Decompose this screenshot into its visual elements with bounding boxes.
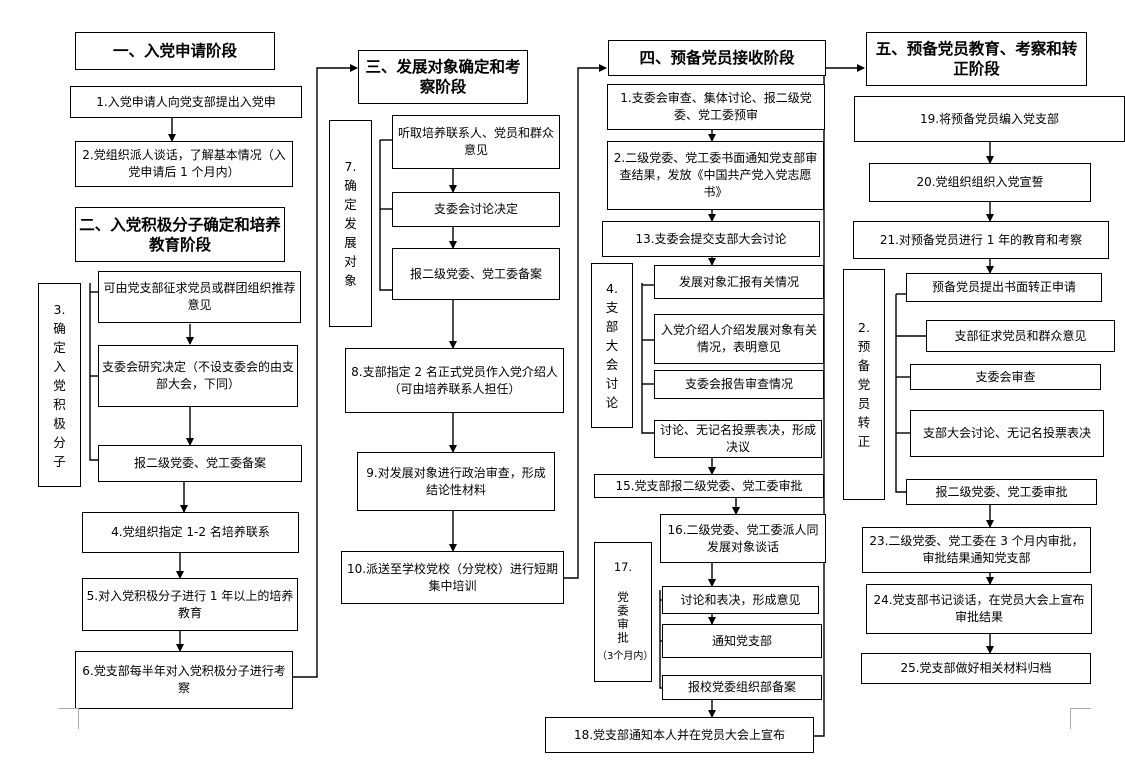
step3-sub2-box: 支委会研究决定（不设支委会的由支部大会，下同） <box>98 345 298 407</box>
stage4-title: 四、预备党员接收阶段 <box>608 40 826 76</box>
stage2-title: 二、入党积极分子确定和培养教育阶段 <box>75 207 285 262</box>
step6-box: 6.党支部每半年对入党积极分子进行考察 <box>75 651 293 709</box>
step25-box: 25.党支部做好相关材料归档 <box>861 653 1091 684</box>
step24-box: 24.党支部书记谈话，在党员大会上宣布审批结果 <box>866 584 1092 634</box>
stage3-title: 三、发展对象确定和考察阶段 <box>358 50 528 104</box>
step2-box: 2.党组织派人谈话，了解基本情况（入党申请后 1 个月内） <box>75 141 293 187</box>
step3-sub1-box: 可由党支部征求党员或群团组织推荐意见 <box>98 271 301 323</box>
step7-side-label: 7.确定发展对象 <box>329 120 372 327</box>
stage5-title: 五、预备党员教育、考察和转正阶段 <box>866 32 1087 86</box>
step21-box: 21.对预备党员进行 1 年的教育和考察 <box>853 221 1109 259</box>
step19-box: 19.将预备党员编入党支部 <box>854 96 1125 142</box>
step23-box: 23.二级党委、党工委在 3 个月内审批，审批结果通知党支部 <box>862 527 1091 573</box>
step14-sub2-box: 入党介绍人介绍发展对象有关情况，表明意见 <box>654 314 824 364</box>
step20-box: 20.党组织组织入党宣誓 <box>869 163 1091 202</box>
step17-sub3-box: 报校党委组织部备案 <box>662 675 822 700</box>
step7-sub1-box: 听取培养联系人、党员和群众意见 <box>392 115 560 169</box>
step3-side-label: 3.确定入党积极分子 <box>38 283 81 487</box>
step17-sub2-box: 通知党支部 <box>662 624 822 658</box>
crop-mark-right <box>1070 708 1091 729</box>
step7-sub2-box: 支委会讨论决定 <box>392 192 560 227</box>
step17-sub1-box: 讨论和表决，形成意见 <box>662 586 819 614</box>
step12-box: 2.二级党委、党工委书面通知党支部审查结果，发放《中国共产党入党志愿书》 <box>607 141 824 210</box>
step17-side-label: 17.党委审批（3个月内） <box>594 542 653 682</box>
step1-box: 1.入党申请人向党支部提出入党申 <box>70 86 302 118</box>
step14-sub3-box: 支委会报告审查情况 <box>654 370 824 399</box>
step10-box: 10.派送至学校党校（分党校）进行短期集中培训 <box>341 551 564 604</box>
step22-sub4-box: 支部大会讨论、无记名投票表决 <box>910 410 1104 457</box>
stage1-title: 一、入党申请阶段 <box>75 32 275 70</box>
step22-sub1-box: 预备党员提出书面转正申请 <box>906 273 1102 302</box>
step22-sub5-box: 报二级党委、党工委审批 <box>906 479 1097 505</box>
step22-sub3-box: 支委会审查 <box>910 364 1101 390</box>
step16-box: 16.二级党委、党工委派人同发展对象谈话 <box>660 514 826 563</box>
step14-side-label: 4.支部大会讨论 <box>591 263 633 428</box>
step15-box: 15.党支部报二级党委、党工委审批 <box>594 474 824 498</box>
step18-box: 18.党支部通知本人并在党员大会上宣布 <box>545 717 814 753</box>
step7-sub3-box: 报二级党委、党工委备案 <box>392 248 560 300</box>
step14-sub1-box: 发展对象汇报有关情况 <box>654 265 824 299</box>
step13-box: 13.支委会提交支部大会讨论 <box>602 221 820 257</box>
step14-sub4-box: 讨论、无记名投票表决，形成决议 <box>654 420 822 458</box>
step22-sub2-box: 支部征求党员和群众意见 <box>926 320 1115 352</box>
step22-side-label: 2.预备党员转正 <box>843 269 885 500</box>
crop-mark-left <box>58 708 79 729</box>
step8-box: 8.支部指定 2 名正式党员作入党介绍人（可由培养联系人担任） <box>345 348 564 413</box>
step9-box: 9.对发展对象进行政治审查，形成结论性材料 <box>357 452 555 511</box>
step11-box: 1.支委会审查、集体讨论、报二级党委、党工委预审 <box>607 84 825 130</box>
step5-box: 5.对入党积极分子进行 1 年以上的培养教育 <box>82 578 298 631</box>
step3-sub3-box: 报二级党委、党工委备案 <box>98 445 302 482</box>
step4-box: 4.党组织指定 1-2 名培养联系 <box>82 512 299 553</box>
